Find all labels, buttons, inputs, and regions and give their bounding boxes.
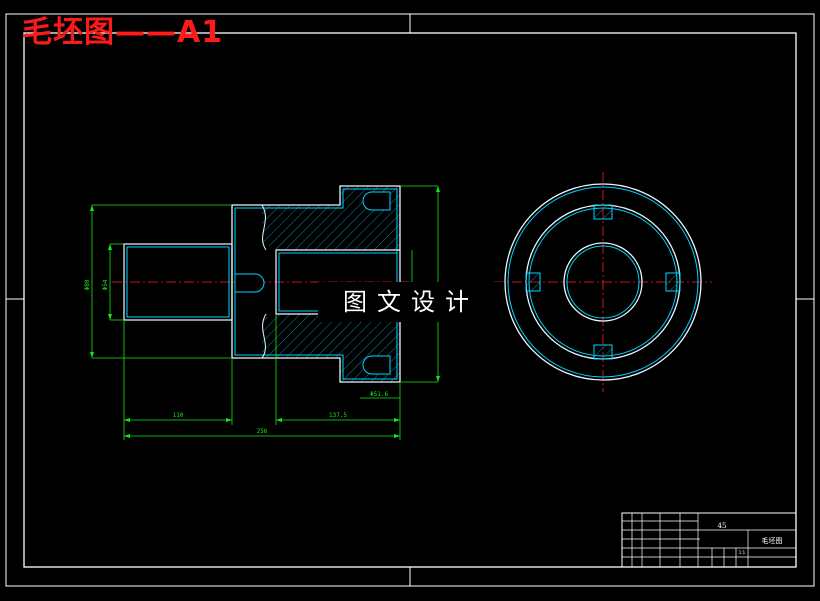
body-inner-outline xyxy=(234,188,398,380)
title-block xyxy=(621,512,797,568)
bore-circle xyxy=(563,242,643,322)
left-shaft-inner-outline xyxy=(126,246,230,318)
dim-total-length: 256 xyxy=(257,428,268,435)
outer-circle xyxy=(504,183,702,381)
break-line xyxy=(261,204,267,359)
watermark-label: 图文设计 xyxy=(318,282,504,322)
end-view-keyways xyxy=(525,204,681,360)
upper-keyway xyxy=(362,191,391,211)
dimension-lines xyxy=(91,185,439,440)
dim-bore-dia: Φ80 xyxy=(84,279,91,290)
dim-inner-dia: Φ54 xyxy=(102,279,109,290)
title-block-drawing-name: 毛坯图 xyxy=(762,536,783,545)
sheet-frame xyxy=(5,13,815,587)
dim-right-dia: Φ51.6 xyxy=(370,391,388,398)
lower-keyway xyxy=(362,355,391,375)
drawing-title: 毛坯图——A1 xyxy=(22,15,224,50)
side-view-section xyxy=(123,185,401,383)
title-block-material: 45 xyxy=(718,522,727,530)
dim-right-length: 137.5 xyxy=(329,412,347,419)
dimension-arrows xyxy=(90,186,440,438)
bore-circle-inner xyxy=(566,245,640,319)
title-block-scale: 1:1 xyxy=(739,550,746,555)
outer-circle-inner xyxy=(507,186,699,378)
shaft-keyway xyxy=(234,273,265,293)
dim-left-length: 110 xyxy=(173,412,184,419)
